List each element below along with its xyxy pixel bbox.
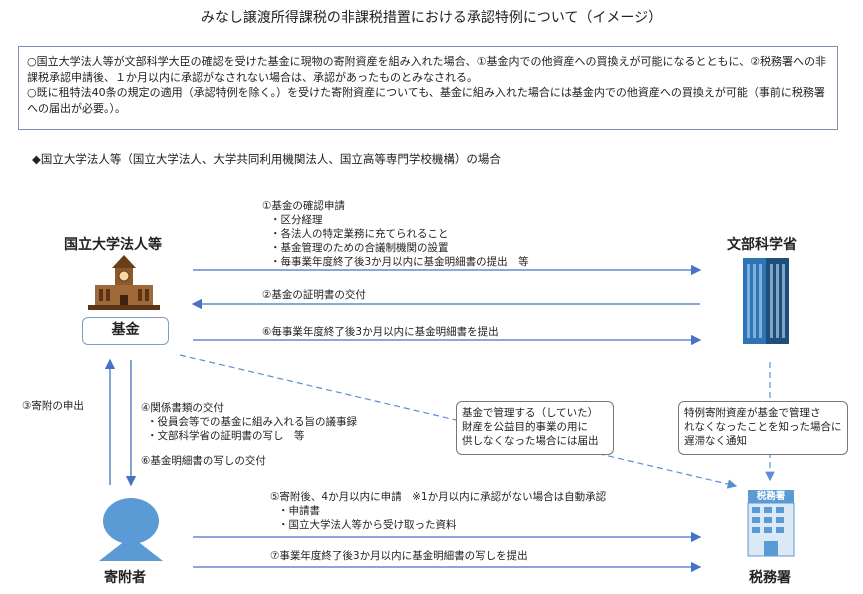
summary-paragraph-1: ○国立大学法人等が文部科学大臣の確認を受けた基金に現物の寄附資産を組み入れた場合… bbox=[27, 55, 826, 84]
note-line: 遅滞なく通知 bbox=[684, 435, 747, 447]
university-building-icon bbox=[88, 255, 160, 310]
scope-heading: ◆国立大学法人等（国立大学法人、大学共同利用機関法人、国立高等専門学校機構）の場… bbox=[32, 152, 501, 166]
note-line: 基金で管理する（していた） bbox=[462, 407, 599, 419]
mext-building-icon bbox=[743, 258, 789, 344]
donor-label: 寄附者 bbox=[104, 570, 146, 586]
flow-4-item: ・役員会等での基金に組み入れる旨の議事録 bbox=[147, 416, 357, 428]
mext-label: 文部科学省 bbox=[727, 237, 797, 253]
fund-note-box: 基金で管理する（していた） 財産を公益目的事業の用に 供しなくなった場合には届出 bbox=[456, 401, 614, 455]
flow-5-item: ・国立大学法人等から受け取った資料 bbox=[278, 519, 457, 531]
flow-6b-label: ⑥基金明細書の写しの交付 bbox=[141, 455, 266, 467]
tax-office-sign: 税務署 bbox=[756, 491, 786, 502]
fund-box: 基金 bbox=[82, 317, 169, 345]
flow-1-item: ・区分経理 bbox=[270, 214, 323, 226]
flow-6a-label: ⑥毎事業年度終了後3か月以内に基金明細書を提出 bbox=[262, 326, 499, 338]
note-line: 特例寄附資産が基金で管理さ bbox=[684, 407, 821, 419]
donor-person-icon bbox=[99, 498, 163, 561]
flow-1-item: ・基金管理のための合議制機関の設置 bbox=[270, 242, 449, 254]
flow-2-label: ②基金の証明書の交付 bbox=[262, 289, 366, 301]
note-line: れなくなったことを知った場合に bbox=[684, 421, 842, 433]
tax-office-label: 税務署 bbox=[749, 570, 791, 586]
note-line: 供しなくなった場合には届出 bbox=[462, 435, 599, 447]
page-title: みなし譲渡所得課税の非課税措置における承認特例について（イメージ） bbox=[200, 10, 663, 26]
mext-note-box: 特例寄附資産が基金で管理さ れなくなったことを知った場合に 遅滞なく通知 bbox=[678, 401, 848, 455]
flow-7-label: ⑦事業年度終了後3か月以内に基金明細書の写しを提出 bbox=[270, 550, 528, 562]
flow-1-item: ・各法人の特定業務に充てられること bbox=[270, 228, 449, 240]
summary-paragraph-2: ○既に租特法40条の規定の適用（承認特例を除く。）を受けた寄附資産についても、基… bbox=[27, 86, 825, 115]
flow-5-label: ⑤寄附後、4か月以内に申請 ※1か月以内に承認がない場合は自動承認 bbox=[270, 491, 607, 503]
tax-office-building-icon bbox=[747, 490, 795, 557]
flow-1-label: ①基金の確認申請 bbox=[262, 200, 345, 212]
flow-4-item: ・文部科学省の証明書の写し 等 bbox=[147, 430, 305, 442]
university-label: 国立大学法人等 bbox=[64, 237, 162, 253]
flow-4-label: ④関係書類の交付 bbox=[141, 402, 224, 414]
summary-box: ○国立大学法人等が文部科学大臣の確認を受けた基金に現物の寄附資産を組み入れた場合… bbox=[18, 46, 838, 130]
note-line: 財産を公益目的事業の用に bbox=[462, 421, 588, 433]
flow-1-item: ・毎事業年度終了後3か月以内に基金明細書の提出 等 bbox=[270, 256, 529, 268]
flow-3-label: ③寄附の申出 bbox=[22, 400, 84, 412]
flow-5-item: ・申請書 bbox=[278, 505, 320, 517]
